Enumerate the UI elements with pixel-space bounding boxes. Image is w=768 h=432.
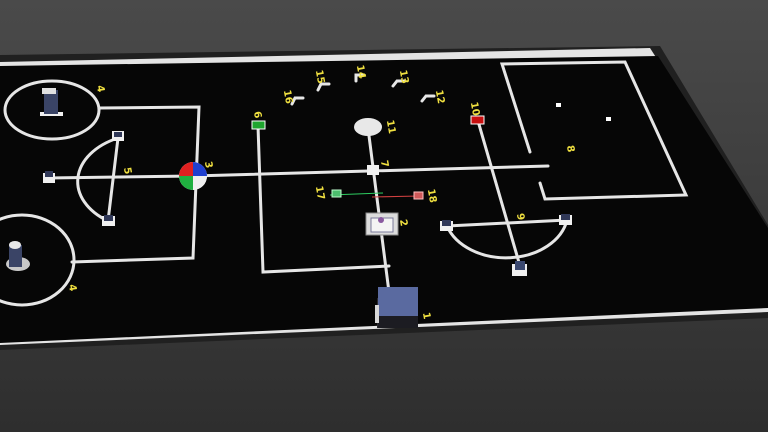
track-lines bbox=[0, 60, 689, 307]
left-upper-circle bbox=[3, 79, 101, 141]
sensor-left-bottom bbox=[102, 215, 115, 226]
sensor-right-right bbox=[559, 214, 572, 225]
red-thin-line bbox=[371, 195, 421, 198]
sensor-right-bottom bbox=[512, 261, 527, 276]
color-wheel-3 bbox=[179, 162, 207, 190]
zone-marker-b bbox=[606, 117, 611, 121]
red-pad-10 bbox=[470, 115, 485, 125]
red-cube-18 bbox=[413, 191, 424, 200]
junction-7 bbox=[367, 165, 379, 175]
pillar-lower bbox=[6, 241, 30, 271]
arena-mat bbox=[0, 56, 768, 343]
left-lower-circle bbox=[0, 213, 76, 307]
sensor-left-mid bbox=[43, 171, 55, 183]
robot-1 bbox=[375, 287, 418, 328]
target-circle-11 bbox=[354, 118, 382, 136]
station-2 bbox=[365, 212, 399, 236]
sensor-left-top bbox=[112, 131, 124, 141]
zone-marker-a bbox=[556, 103, 561, 107]
sensor-right-left bbox=[440, 220, 453, 231]
green-cube-17 bbox=[331, 189, 342, 198]
pillar-upper bbox=[40, 88, 63, 116]
green-pad-6 bbox=[251, 120, 266, 130]
